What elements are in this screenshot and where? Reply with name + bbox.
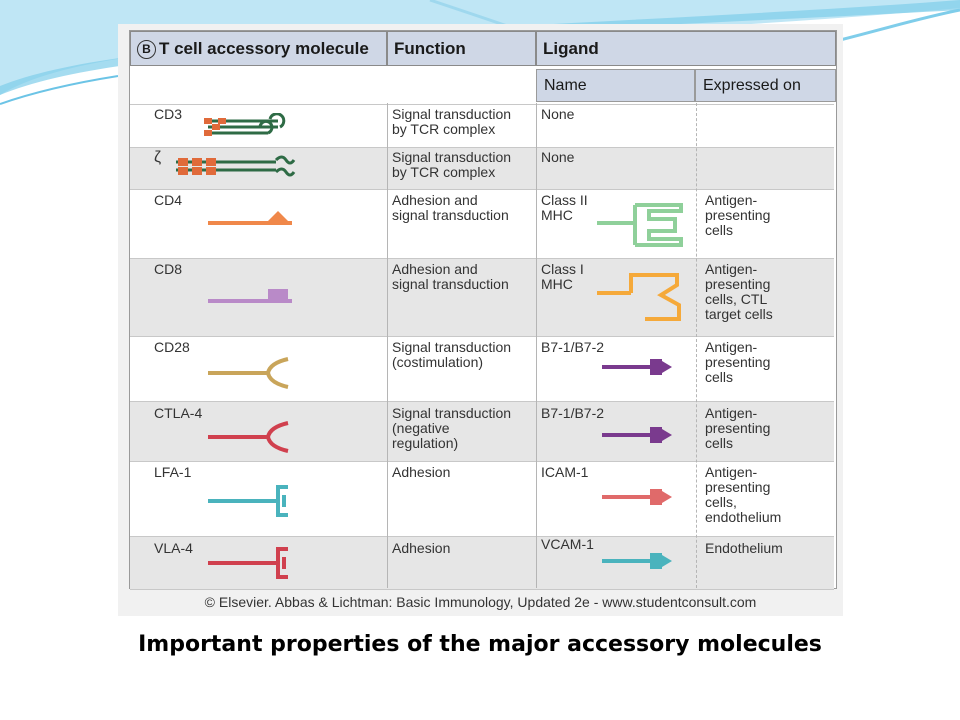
vcam1-ligand-icon xyxy=(602,553,672,569)
ligand-name: None xyxy=(541,106,575,122)
cd8-molecule-icon xyxy=(208,289,292,303)
vla4-molecule-icon xyxy=(208,547,288,579)
cd4-molecule-icon xyxy=(208,211,292,225)
ligand-name: Class II MHC xyxy=(541,192,588,223)
expressed-on-text: Antigen- presenting cells xyxy=(705,192,771,238)
column-divider-dashed xyxy=(696,103,697,588)
column-divider xyxy=(536,103,537,588)
ligand-name: None xyxy=(541,149,575,165)
cd28-molecule-icon xyxy=(208,357,289,389)
expressed-on-text: Antigen- presenting cells, endothelium xyxy=(705,464,782,525)
molecule-name: LFA-1 xyxy=(154,464,192,480)
icam1-ligand-icon xyxy=(602,489,672,505)
function-text: Signal transduction by TCR complex xyxy=(392,149,512,180)
table-row xyxy=(130,401,834,462)
table-row xyxy=(130,258,834,337)
function-text: Signal transduction (negative regulation… xyxy=(392,405,512,451)
table-row xyxy=(130,104,834,147)
molecule-name: CD8 xyxy=(154,261,183,277)
mhc-class-i-icon xyxy=(597,273,681,321)
table-row xyxy=(130,189,834,259)
copyright-credit: © Elsevier. Abbas & Lichtman: Basic Immu… xyxy=(204,594,757,610)
molecule-name: CTLA-4 xyxy=(154,405,203,421)
table-row xyxy=(130,336,834,402)
function-text: Signal transduction (costimulation) xyxy=(392,339,512,370)
molecule-name: ζ xyxy=(154,149,162,166)
zeta-chain-icon xyxy=(176,155,296,177)
expressed-on-text: Endothelium xyxy=(705,540,783,556)
ligand-name: VCAM-1 xyxy=(541,536,594,552)
molecule-name: CD3 xyxy=(154,106,183,122)
header-function: Function xyxy=(387,31,536,66)
ligand-name: B7-1/B7-2 xyxy=(541,339,605,355)
ligand-name: B7-1/B7-2 xyxy=(541,405,605,421)
function-text: Signal transduction by TCR complex xyxy=(392,106,512,137)
b7-ligand-icon xyxy=(602,359,672,375)
molecule-name: CD28 xyxy=(154,339,190,355)
molecule-name: VLA-4 xyxy=(154,540,193,556)
function-text: Adhesion and signal transduction xyxy=(392,192,509,223)
slide-caption: Important properties of the major access… xyxy=(138,632,822,657)
cd3-molecule-icon xyxy=(204,113,286,136)
mhc-class-ii-icon xyxy=(597,203,683,247)
expressed-on-text: Antigen- presenting cells xyxy=(705,339,771,385)
lfa1-molecule-icon xyxy=(208,485,288,517)
expressed-on-text: Antigen- presenting cells xyxy=(705,405,771,451)
subheader-ligand-name: Name xyxy=(536,69,695,102)
subheader-expressed-on: Expressed on xyxy=(695,69,836,102)
ligand-name: ICAM-1 xyxy=(541,464,589,480)
column-divider xyxy=(387,103,388,588)
b7-ligand-icon xyxy=(602,427,672,443)
ctla4-molecule-icon xyxy=(208,421,289,453)
expressed-on-text: Antigen- presenting cells, CTL target ce… xyxy=(705,261,773,322)
molecule-name: CD4 xyxy=(154,192,183,208)
function-text: Adhesion xyxy=(392,464,451,480)
ligand-name: Class I MHC xyxy=(541,261,584,292)
function-text: Adhesion and signal transduction xyxy=(392,261,509,292)
panel-label: B xyxy=(137,40,156,60)
table-row xyxy=(130,461,834,537)
header-molecule-text: T cell accessory molecule xyxy=(159,39,369,58)
header-ligand: Ligand xyxy=(536,31,836,66)
function-text: Adhesion xyxy=(392,540,451,556)
